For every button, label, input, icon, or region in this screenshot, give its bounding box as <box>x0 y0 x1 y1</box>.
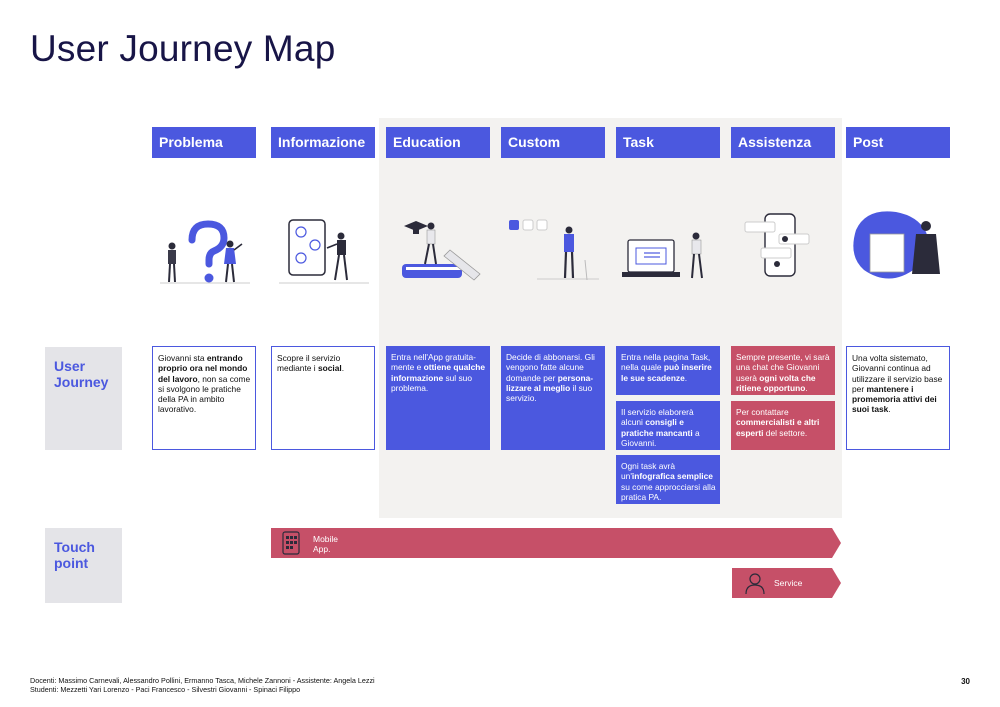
service-person-icon <box>745 573 765 595</box>
phone-chat-icon <box>744 213 810 277</box>
stage-custom: Custom <box>501 127 605 158</box>
stage-task: Task <box>616 127 720 158</box>
social-tablet-icon <box>279 219 369 284</box>
footer-studenti: Studenti: Mezzetti Yari Lorenzo - Paci F… <box>30 684 301 694</box>
phone-keypad-icon <box>282 531 300 555</box>
footer-credits: Docenti: Massimo Carnevali, Alessandro P… <box>30 676 375 694</box>
card-task-infografica: Ogni task avrà un'infografica semplice s… <box>616 455 720 504</box>
touchpoint-mobile-label: Mobile App. <box>313 534 339 554</box>
row-label-touch-point: Touch point <box>45 528 122 603</box>
stage-post: Post <box>846 127 950 158</box>
card-problema: Giovanni sta entrando proprio ora nel mo… <box>152 346 256 450</box>
card-assistenza-chat: Sempre presente, vi sarà una chat che Gi… <box>731 346 835 395</box>
page-title: User Journey Map <box>30 28 336 69</box>
checklist-person-icon <box>509 219 599 281</box>
page-number: 30 <box>961 677 970 686</box>
card-task-inserire: Entra nella pagina Task, nella quale può… <box>616 346 720 395</box>
touchpoint-mobile-app-arrow: Mobile App. <box>271 528 841 558</box>
card-custom: Decide di abbonarsi. Gli vengono fatte a… <box>501 346 605 450</box>
stage-education: Education <box>386 127 490 158</box>
row-label-user-journey: User Journey <box>45 347 122 450</box>
book-education-icon <box>402 221 481 281</box>
card-assistenza-esperti: Per contattare commercialisti e altri es… <box>731 401 835 450</box>
touchpoint-service-arrow: Service <box>732 568 841 598</box>
card-task-consigli: Il servizio elaborerà alcuni consigli e … <box>616 401 720 450</box>
manager-post-icon <box>853 211 940 279</box>
stage-assistenza: Assistenza <box>731 127 835 158</box>
highlight-band <box>379 118 842 518</box>
card-education: Entra nell'App gratuita-mente e ottiene … <box>386 346 490 450</box>
footer-docenti: Docenti: Massimo Carnevali, Alessandro P… <box>30 676 375 685</box>
card-post: Una volta sistemato, Giovanni continua a… <box>846 346 950 450</box>
stage-problema: Problema <box>152 127 256 158</box>
card-informazione: Scopre il servizio mediante i social. <box>271 346 375 450</box>
people-question-icon <box>160 220 250 284</box>
laptop-task-icon <box>622 232 703 279</box>
stage-informazione: Informazione <box>271 127 375 158</box>
touchpoint-service-label: Service <box>774 578 803 588</box>
